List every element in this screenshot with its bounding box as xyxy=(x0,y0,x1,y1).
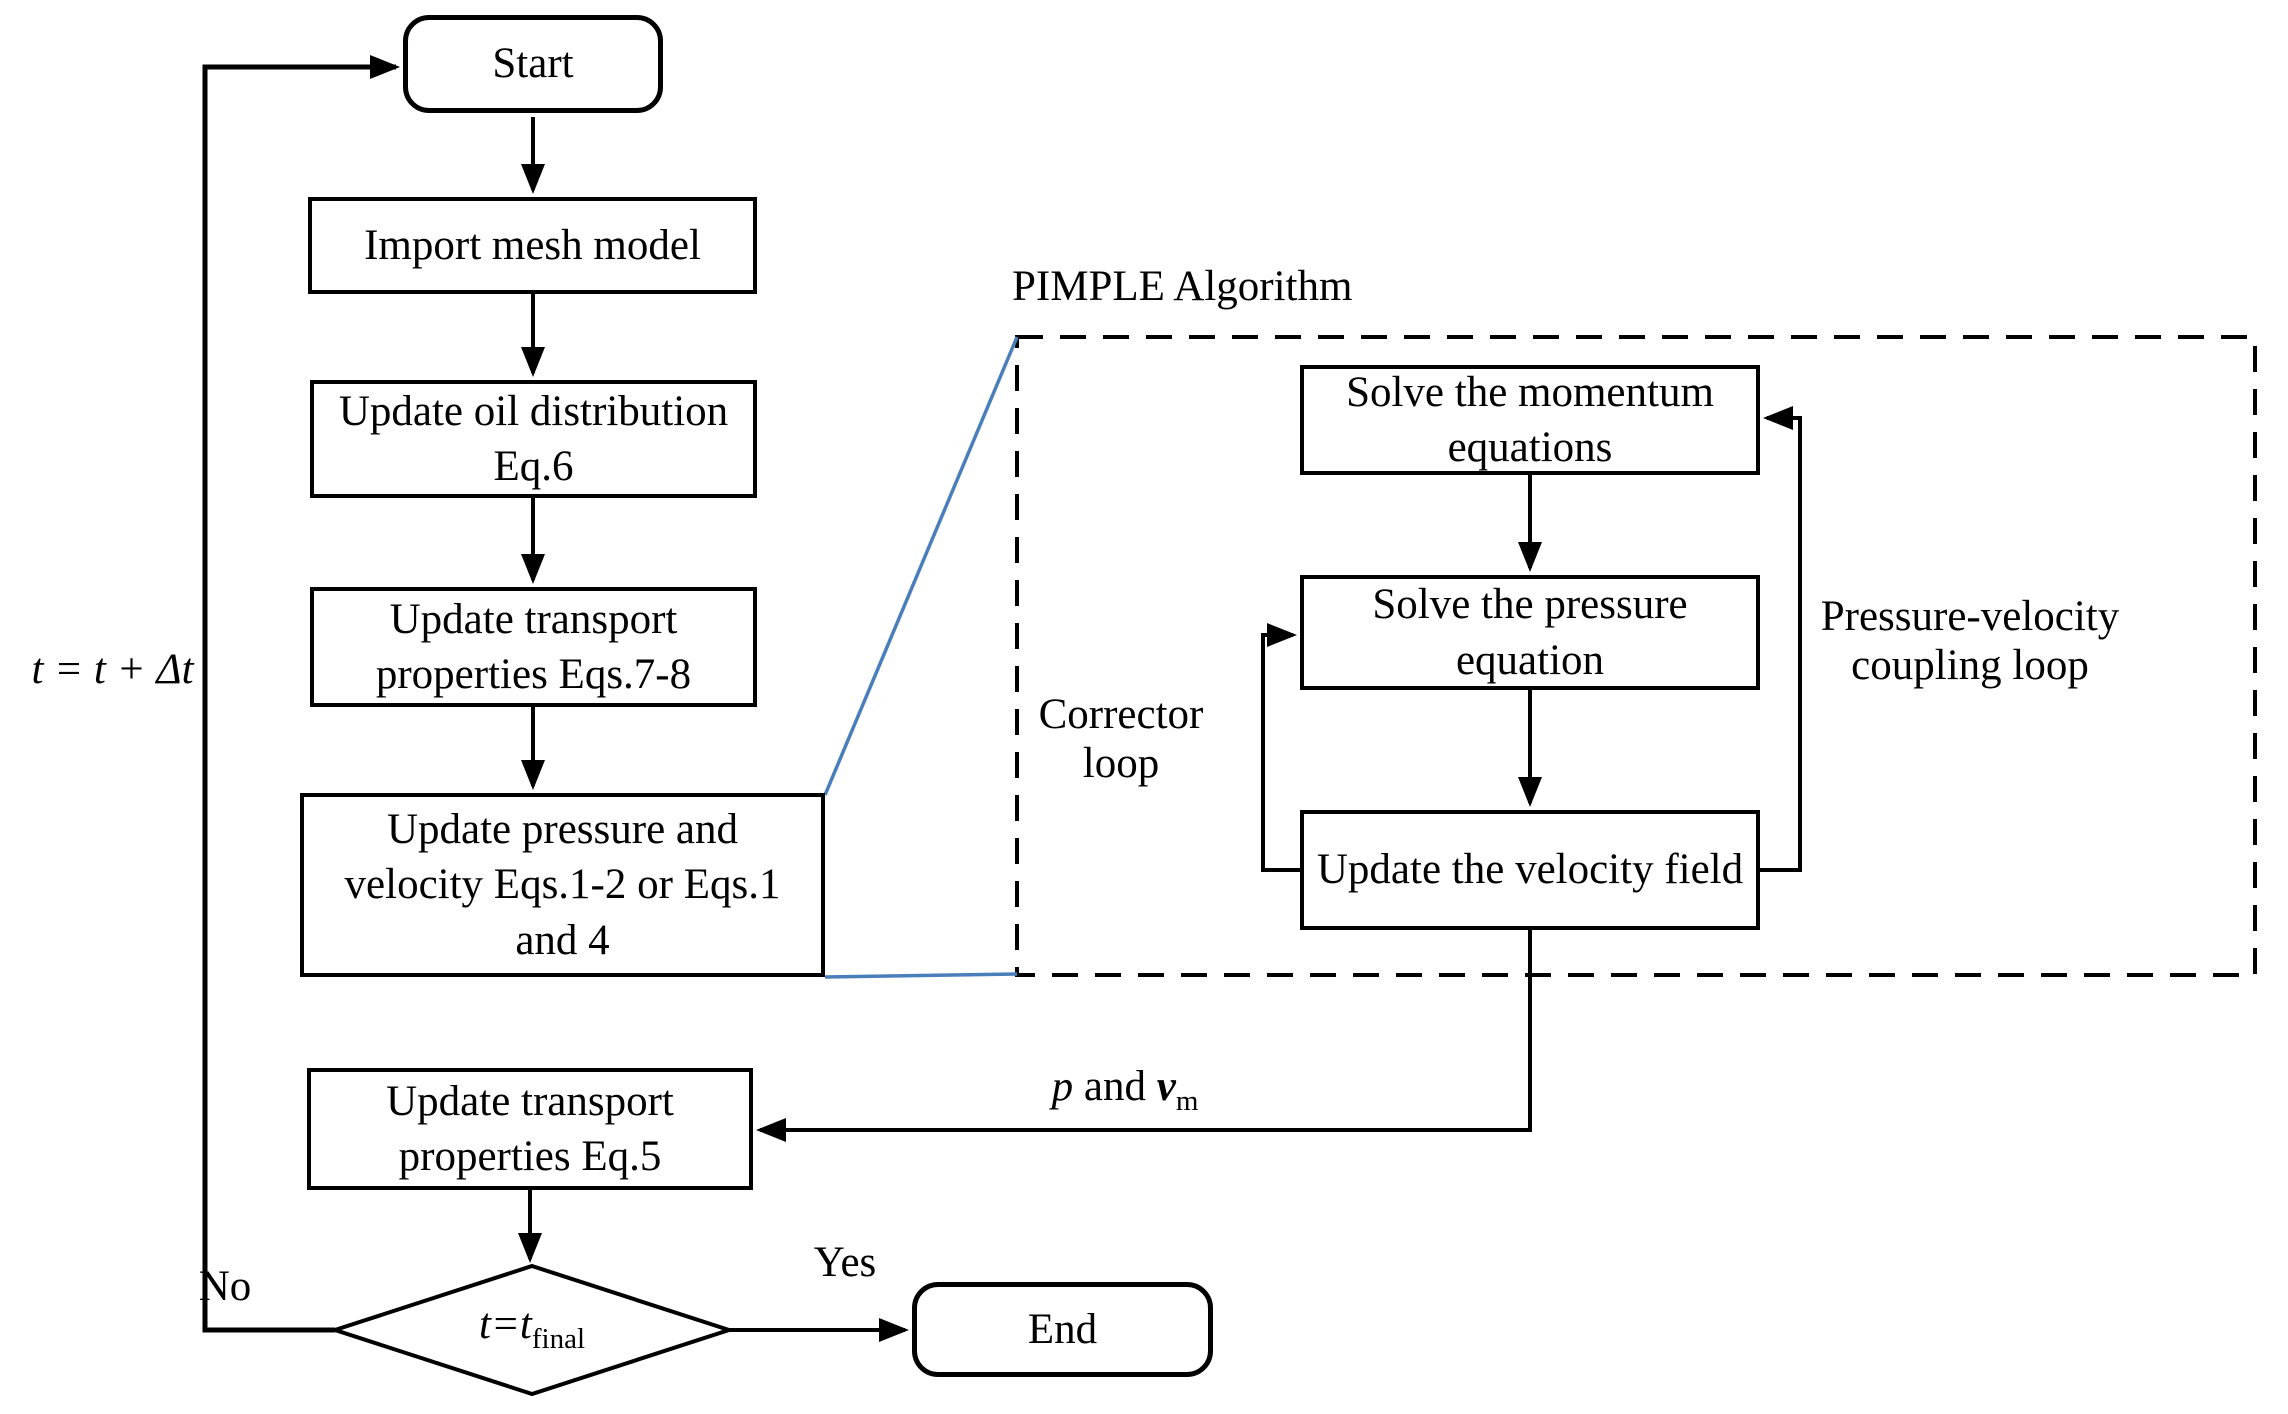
v-symbol: v xyxy=(1156,1063,1176,1110)
node-solve-pressure: Solve the pressure equation xyxy=(1300,575,1760,690)
decision-diamond xyxy=(328,1263,736,1397)
blue-connector-bottom xyxy=(824,972,1018,979)
node-update-velocity-field: Update the velocity field xyxy=(1300,810,1760,930)
node-update-oil: Update oil distribution Eq.6 xyxy=(310,380,757,498)
pimple-dashed-boundary xyxy=(1015,335,2257,977)
node-update-velocity-field-label: Update the velocity field xyxy=(1316,846,1744,894)
arrow-velocity-to-transport5 xyxy=(756,930,1532,1142)
pressure-velocity-loop-label: Pressure-velocity coupling loop xyxy=(1820,593,2120,689)
and-text: and xyxy=(1073,1063,1157,1110)
node-update-transport-78: Update transport properties Eqs.7-8 xyxy=(310,587,757,707)
v-subscript: m xyxy=(1175,1085,1199,1117)
no-label: No xyxy=(198,1263,252,1310)
node-end-label: End xyxy=(1027,1305,1098,1353)
node-solve-momentum: Solve the momentum equations xyxy=(1300,365,1760,475)
p-vm-output-label: p and vm xyxy=(985,1062,1265,1118)
decision-label-sub: final xyxy=(531,1323,586,1355)
pimple-title: PIMPLE Algorithm xyxy=(1012,263,1353,310)
corrector-loop-label: Corrector loop xyxy=(1038,691,1204,787)
node-end: End xyxy=(912,1282,1213,1377)
decision-label-main: t=t xyxy=(478,1301,532,1348)
yes-label: Yes xyxy=(813,1239,877,1286)
node-import-mesh: Import mesh model xyxy=(308,197,757,294)
node-update-pressure-velocity: Update pressure and velocity Eqs.1-2 or … xyxy=(300,793,825,977)
node-update-transport-5: Update transport properties Eq.5 xyxy=(307,1068,753,1190)
node-start: Start xyxy=(403,15,663,113)
node-solve-momentum-label: Solve the momentum equations xyxy=(1346,368,1714,471)
feedback-loop-no-path xyxy=(202,55,400,1333)
p-symbol: p xyxy=(1051,1063,1074,1110)
node-update-oil-label: Update oil distribution Eq.6 xyxy=(338,387,729,490)
pressure-velocity-loop-path xyxy=(1758,406,1802,872)
node-update-transport-78-label: Update transport properties Eqs.7-8 xyxy=(375,595,692,698)
node-solve-pressure-label: Solve the pressure equation xyxy=(1372,581,1688,684)
node-import-mesh-label: Import mesh model xyxy=(364,221,701,269)
node-update-pressure-velocity-label: Update pressure and velocity Eqs.1-2 or … xyxy=(344,806,781,964)
blue-connector-top xyxy=(823,336,1019,796)
corrector-loop-path xyxy=(1261,623,1302,872)
node-start-label: Start xyxy=(492,40,574,88)
decision-label: t=tfinal xyxy=(432,1300,632,1356)
time-increment-label: t = t + Δt xyxy=(31,646,194,693)
node-update-transport-5-label: Update transport properties Eq.5 xyxy=(386,1077,674,1180)
